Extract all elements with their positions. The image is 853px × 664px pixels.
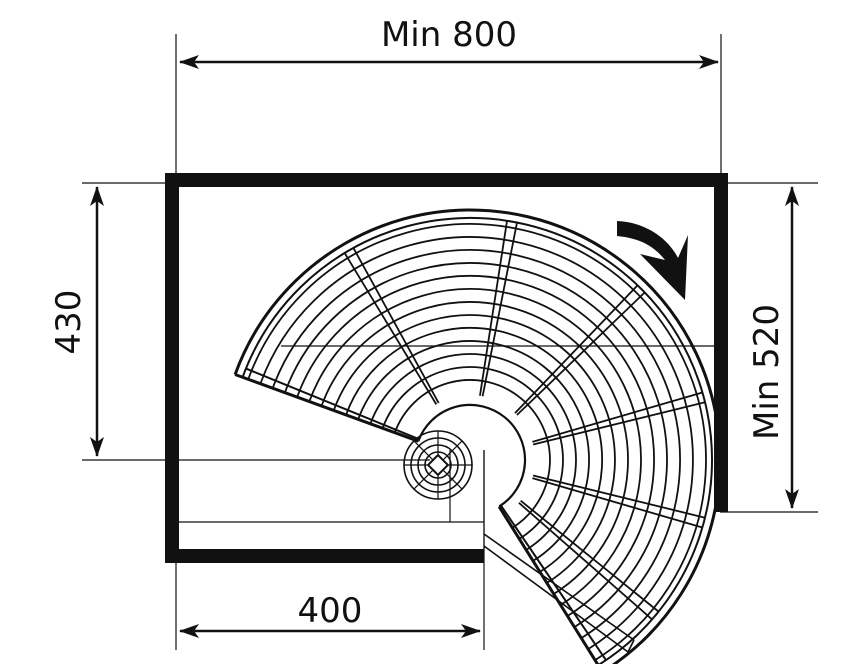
top-width-label: Min 800 [381, 15, 517, 55]
basket-end-edge [245, 367, 420, 441]
basket-spoke [532, 474, 706, 519]
basket-spoke [532, 391, 703, 443]
basket-spoke [518, 502, 653, 621]
basket-wire [345, 326, 604, 573]
basket-wire [308, 288, 642, 606]
basket-wire [369, 353, 577, 551]
cabinet-walls [165, 173, 728, 563]
basket-end-edge [497, 505, 600, 664]
basket-end-edge [234, 373, 419, 443]
basket-wire [332, 314, 616, 584]
basket-wire [357, 340, 590, 562]
carousel-basket [233, 208, 722, 664]
dimension-lines [90, 55, 799, 638]
reference-lines [179, 345, 720, 549]
basket-wire [247, 223, 707, 661]
basket-spoke [352, 247, 440, 404]
door-panel [483, 533, 635, 653]
basket-outer-rim [233, 208, 722, 664]
basket-end-edge [500, 504, 607, 661]
cabinet-outline [165, 173, 728, 563]
basket-wire [320, 301, 629, 595]
basket-wire [393, 379, 551, 529]
pole-center [426, 453, 450, 477]
extension-lines [82, 34, 818, 650]
basket-inner-rim [241, 216, 714, 664]
left-depth-label: 430 [49, 290, 89, 355]
bottom-width-label: 400 [298, 591, 363, 631]
basket-spoke [532, 401, 706, 446]
basket-spoke [514, 284, 639, 414]
basket-wire [271, 249, 681, 639]
basket-spoke [532, 477, 703, 529]
basket-spoke [516, 291, 646, 416]
basket-wire [259, 236, 694, 650]
basket-spoke [343, 252, 438, 405]
basket-spoke [481, 222, 518, 397]
basket-wire [381, 366, 564, 540]
basket-inner-edge [417, 403, 527, 508]
basket-spoke [479, 220, 508, 396]
curved-arrow-icon [617, 221, 688, 300]
right-depth-label: Min 520 [747, 304, 787, 440]
basket-wire [296, 275, 655, 617]
basket-spoke [520, 500, 660, 613]
center-pole [403, 430, 473, 500]
basket-wire [284, 262, 668, 628]
